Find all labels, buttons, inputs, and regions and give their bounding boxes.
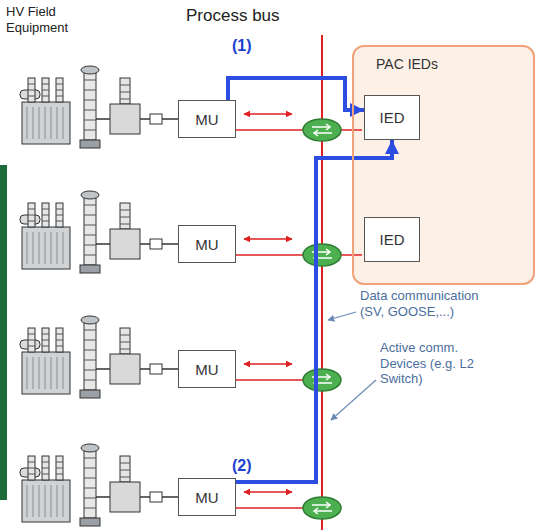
box-label: IED bbox=[379, 109, 404, 126]
switch-symbol bbox=[303, 119, 341, 141]
switch-symbol bbox=[303, 369, 341, 391]
pac-ied-region: PAC IEDsIED IED bbox=[352, 45, 535, 285]
double-arrow bbox=[244, 113, 292, 115]
box-label: MU bbox=[195, 236, 218, 253]
hv-equipment-symbol bbox=[20, 66, 178, 148]
ied-box: IED bbox=[364, 95, 420, 140]
ied-box: IED bbox=[364, 217, 420, 262]
annotation-text: Active comm. Devices (e.g. L2 Switch) bbox=[380, 340, 495, 387]
link-line bbox=[236, 129, 303, 131]
bus-links bbox=[236, 114, 362, 508]
merging-unit-box: MU bbox=[178, 350, 236, 388]
box-label: MU bbox=[195, 489, 218, 506]
merging-unit-box: MU bbox=[178, 225, 236, 263]
link-line bbox=[236, 507, 303, 509]
box-label: MU bbox=[195, 111, 218, 128]
box-label: MU bbox=[195, 361, 218, 378]
annotation-text: Data communication (SV, GOOSE,...) bbox=[360, 288, 500, 319]
double-arrow bbox=[244, 238, 292, 240]
callout-number: (1) bbox=[232, 36, 272, 55]
merging-unit-box: MU bbox=[178, 100, 236, 138]
double-arrow bbox=[244, 363, 292, 365]
process-bus-line bbox=[321, 35, 323, 530]
switch-symbol bbox=[303, 497, 341, 519]
equipment-label: HV Field Equipment bbox=[6, 4, 86, 35]
signal-path-arrow bbox=[228, 78, 364, 110]
link-line bbox=[236, 379, 303, 381]
side-bar bbox=[0, 165, 7, 500]
hv-equipment-symbol bbox=[20, 191, 178, 273]
leader-line bbox=[331, 380, 376, 420]
double-arrow bbox=[244, 491, 292, 493]
switch-symbol bbox=[303, 244, 341, 266]
box-label: IED bbox=[379, 231, 404, 248]
hv-equipment-symbol bbox=[20, 444, 178, 526]
region-fill bbox=[352, 45, 535, 285]
bus-label: Process bus bbox=[186, 6, 316, 26]
region-title: PAC IEDs bbox=[376, 56, 438, 72]
hv-equipment-symbol bbox=[20, 316, 178, 398]
link-line bbox=[236, 254, 303, 256]
callout-number: (2) bbox=[232, 456, 272, 475]
leader-line bbox=[328, 312, 356, 320]
merging-unit-box: MU bbox=[178, 478, 236, 516]
